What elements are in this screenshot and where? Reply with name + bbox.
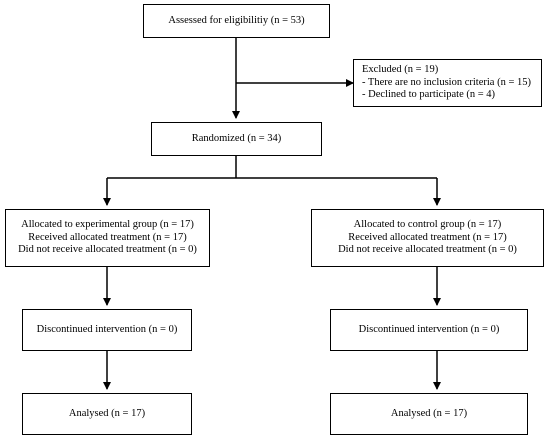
control-received: Received allocated treatment (n = 17) [348, 231, 507, 243]
control-discontinued-box: Discontinued intervention (n = 0) [330, 309, 528, 351]
control-discontinued: Discontinued intervention (n = 0) [358, 323, 500, 335]
control-allocation-box: Allocated to control group (n = 17) Rece… [311, 209, 544, 267]
excluded-reason: - Declined to participate (n = 4) [362, 89, 496, 101]
randomized-label: Randomized (n = 34) [191, 132, 282, 144]
control-analysed: Analysed (n = 17) [390, 407, 468, 419]
excluded-box: Excluded (n = 19) - There are no inclusi… [353, 59, 542, 107]
experimental-allocated: Allocated to experimental group (n = 17) [21, 219, 194, 231]
randomized-box: Randomized (n = 34) [151, 122, 322, 156]
experimental-analysed: Analysed (n = 17) [68, 407, 146, 419]
experimental-allocation-box: Allocated to experimental group (n = 17)… [5, 209, 210, 267]
excluded-reason: - There are no inclusion criteria (n = 1… [362, 76, 531, 88]
assessed-box: Assessed for eligibilitiy (n = 53) [143, 4, 330, 38]
experimental-not-received: Did not receive allocated treatment (n =… [18, 244, 197, 256]
experimental-received: Received allocated treatment (n = 17) [28, 231, 187, 243]
experimental-discontinued-box: Discontinued intervention (n = 0) [22, 309, 192, 351]
experimental-discontinued: Discontinued intervention (n = 0) [36, 323, 178, 335]
experimental-analysed-box: Analysed (n = 17) [22, 393, 192, 435]
excluded-title: Excluded (n = 19) [362, 64, 439, 76]
control-analysed-box: Analysed (n = 17) [330, 393, 528, 435]
control-not-received: Did not receive allocated treatment (n =… [338, 244, 517, 256]
assessed-label: Assessed for eligibilitiy (n = 53) [168, 14, 305, 26]
control-allocated: Allocated to control group (n = 17) [353, 219, 502, 231]
